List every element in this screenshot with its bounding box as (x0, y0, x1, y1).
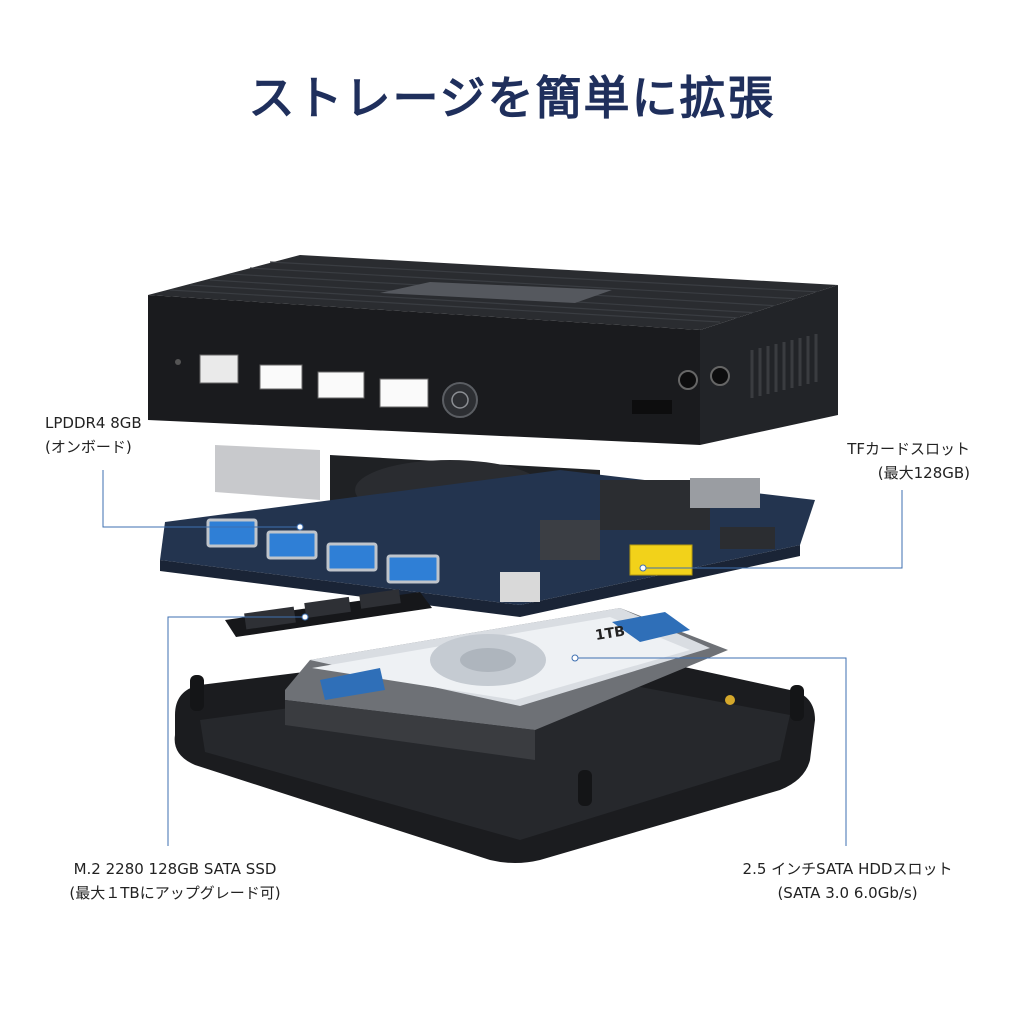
motherboard (160, 470, 815, 617)
hdd-note: (SATA 3.0 6.0Gb/s) (777, 884, 918, 902)
hdd-drive: 1TB (285, 608, 728, 760)
hdd-capacity-text: 1TB (594, 623, 626, 643)
page-title: ストレージを簡単に拡張 (248, 71, 776, 125)
hdd-spec: 2.5 インチSATA HDDスロット (742, 860, 953, 878)
ssd-callout: M.2 2280 128GB SATA SSD (最大１TBにアップグレード可) (52, 857, 298, 905)
tf-note: (最大128GB) (877, 464, 970, 482)
usb-ports (206, 518, 440, 584)
tf-spec: TFカードスロット (847, 440, 970, 458)
hdd-callout: 2.5 インチSATA HDDスロット (SATA 3.0 6.0Gb/s) (725, 857, 970, 905)
ram-note: (オンボード) (45, 438, 132, 456)
ssd-note: (最大１TBにアップグレード可) (69, 884, 281, 902)
tf-callout: TFカードスロット (最大128GB) (847, 437, 970, 485)
callout-lines (102, 470, 903, 846)
ssd-spec: M.2 2280 128GB SATA SSD (73, 860, 277, 878)
m2-ssd (225, 589, 432, 637)
ram-callout: LPDDR4 8GB (オンボード) (45, 411, 142, 459)
mini-pc-top-case (148, 255, 838, 445)
ram-spec: LPDDR4 8GB (45, 414, 142, 432)
